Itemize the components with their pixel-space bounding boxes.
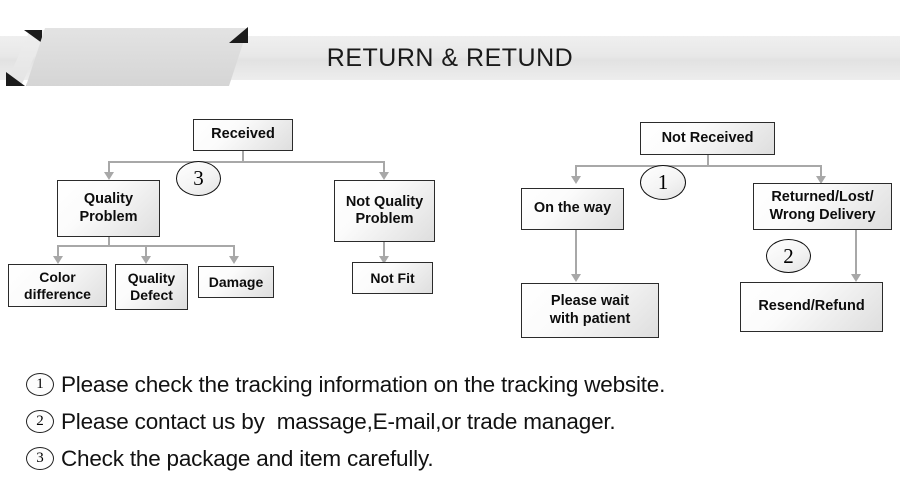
connector-not-received-split [575,165,820,167]
connector-quality-stub [108,237,110,246]
node-not-fit: Not Fit [352,262,433,294]
note-text-2: Please contact us by massage,E-mail,or t… [61,408,616,434]
node-damage: Damage [198,266,274,298]
node-returned-lost-wrong-delivery: Returned/Lost/ Wrong Delivery [753,183,892,230]
marker-3: 3 [176,161,221,196]
arrow-to-returned-lost-icon [816,176,826,184]
page-title: RETURN & RETUND [326,43,574,72]
node-quality-problem: Quality Problem [57,180,160,237]
node-received: Received [193,119,293,151]
marker-1: 1 [640,165,686,200]
arrow-to-color-difference-icon [53,256,63,264]
connector-to-damage [233,245,235,258]
arrow-to-on-the-way-icon [571,176,581,184]
connector-to-on-the-way [575,165,577,178]
node-on-the-way: On the way [521,188,624,230]
note-text-1: Please check the tracking information on… [61,371,666,397]
arrow-to-quality-defect-icon [141,256,151,264]
arrow-to-damage-icon [229,256,239,264]
connector-to-quality-problem [108,161,110,174]
node-quality-defect: Quality Defect [115,264,188,310]
connector-to-not-fit [383,242,385,258]
marker-2: 2 [766,239,811,273]
connector-on-the-way-to-wait [575,230,577,276]
node-not-quality-problem: Not Quality Problem [334,180,435,242]
node-color-difference: Color difference [8,264,107,307]
connector-not-received-stub [707,155,709,166]
connector-received-stub [242,151,244,162]
node-resend-refund: Resend/Refund [740,282,883,332]
note-item-2: 2 Please contact us by massage,E-mail,or… [26,403,886,440]
connector-to-color-difference [57,245,59,258]
node-please-wait: Please wait with patient [521,283,659,338]
connector-to-not-quality-problem [383,161,385,174]
note-number-2: 2 [26,410,54,433]
notes-list: 1 Please check the tracking information … [26,366,886,477]
note-text-3: Check the package and item carefully. [61,445,434,471]
connector-to-quality-defect [145,245,147,258]
arrow-to-not-quality-problem-icon [379,172,389,180]
arrow-to-quality-problem-icon [104,172,114,180]
connector-to-returned-lost [820,165,822,178]
note-number-3: 3 [26,447,54,470]
arrow-to-please-wait-icon [571,274,581,282]
arrow-to-not-fit-icon [379,256,389,264]
node-not-received: Not Received [640,122,775,155]
arrow-to-resend-refund-icon [851,274,861,282]
note-item-3: 3 Check the package and item carefully. [26,440,886,477]
connector-returned-to-resend [855,230,857,276]
note-number-1: 1 [26,373,54,396]
note-item-1: 1 Please check the tracking information … [26,366,886,403]
connector-received-split [108,161,383,163]
